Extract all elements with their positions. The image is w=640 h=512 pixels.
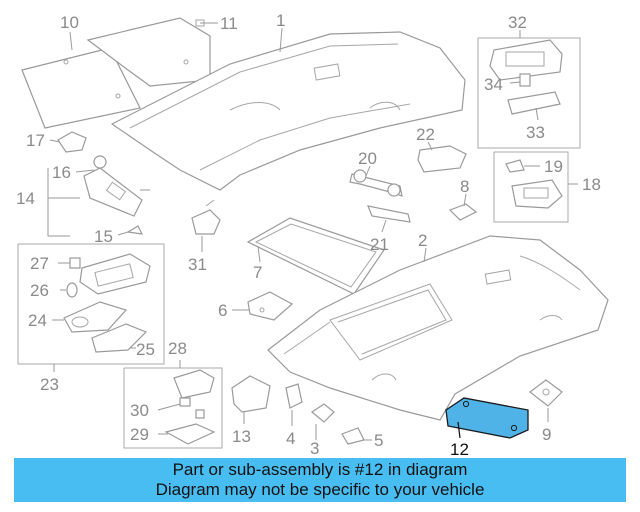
callout-15: 15	[94, 227, 113, 246]
part-group-28-box	[123, 360, 223, 449]
callout-8: 8	[460, 177, 469, 196]
part-1-headliner	[110, 27, 466, 191]
banner-line-2: Diagram may not be specific to your vehi…	[155, 480, 485, 499]
callout-5: 5	[374, 431, 383, 450]
part-group-18-box	[493, 151, 578, 223]
part-6-pad	[232, 291, 294, 321]
callout-16: 16	[52, 163, 71, 182]
callout-31: 31	[188, 255, 207, 274]
callout-22: 22	[416, 125, 435, 144]
callout-26: 26	[30, 281, 49, 300]
callout-14: 14	[16, 189, 35, 208]
callout-11: 11	[220, 14, 238, 33]
callout-32: 32	[508, 13, 527, 32]
callout-10: 10	[60, 13, 79, 32]
part-8-clip	[448, 193, 478, 221]
banner-line-1: Part or sub-assembly is #12 in diagram	[172, 460, 468, 479]
part-22-bracket	[417, 141, 467, 173]
callout-25: 25	[136, 340, 155, 359]
part-31-lamp	[191, 199, 221, 252]
callout-29: 29	[130, 425, 149, 444]
callout-23: 23	[40, 375, 59, 394]
callout-1: 1	[276, 11, 285, 30]
parts-diagram: 1 2 3 4 5 6 7 8 9 10 11 12 13 14 15 16 1…	[16, 11, 609, 456]
callout-27: 27	[30, 254, 49, 273]
part-group-32-box	[477, 30, 581, 149]
part-4-clip	[285, 383, 303, 426]
callout-7: 7	[253, 263, 262, 282]
callout-17: 17	[26, 131, 45, 150]
part-group-23-box	[17, 243, 165, 372]
callout-4: 4	[286, 429, 295, 448]
part-5-clip	[341, 427, 372, 445]
part-14-sun-visor	[47, 155, 150, 237]
info-banner: Part or sub-assembly is #12 in diagram D…	[14, 458, 626, 502]
callout-13: 13	[232, 427, 251, 446]
callout-3: 3	[310, 439, 319, 456]
callout-12: 12	[450, 440, 469, 456]
callout-34: 34	[484, 75, 503, 94]
callout-labels: 1 2 3 4 5 6 7 8 9 10 11 12 13 14 15 16 1…	[16, 11, 601, 456]
part-17-bracket	[49, 131, 87, 153]
callout-28: 28	[168, 339, 187, 358]
part-12-highlighted-pad	[445, 397, 529, 439]
callout-2: 2	[418, 231, 427, 250]
callout-9: 9	[542, 425, 551, 444]
part-3-clip	[310, 403, 335, 440]
callout-18: 18	[582, 175, 601, 194]
callout-24: 24	[28, 311, 47, 330]
part-7-sunroof-seal	[246, 217, 385, 295]
part-2-headliner	[267, 235, 609, 421]
callout-33: 33	[526, 123, 545, 142]
callout-6: 6	[218, 301, 227, 320]
part-13-bracket	[231, 375, 271, 424]
callout-20: 20	[358, 149, 377, 168]
callout-30: 30	[130, 401, 149, 420]
callout-21: 21	[370, 235, 389, 254]
part-9-hook	[529, 379, 563, 422]
callout-19: 19	[544, 157, 563, 176]
part-20-grab-handle	[349, 165, 411, 233]
part-10-panel	[21, 31, 141, 129]
